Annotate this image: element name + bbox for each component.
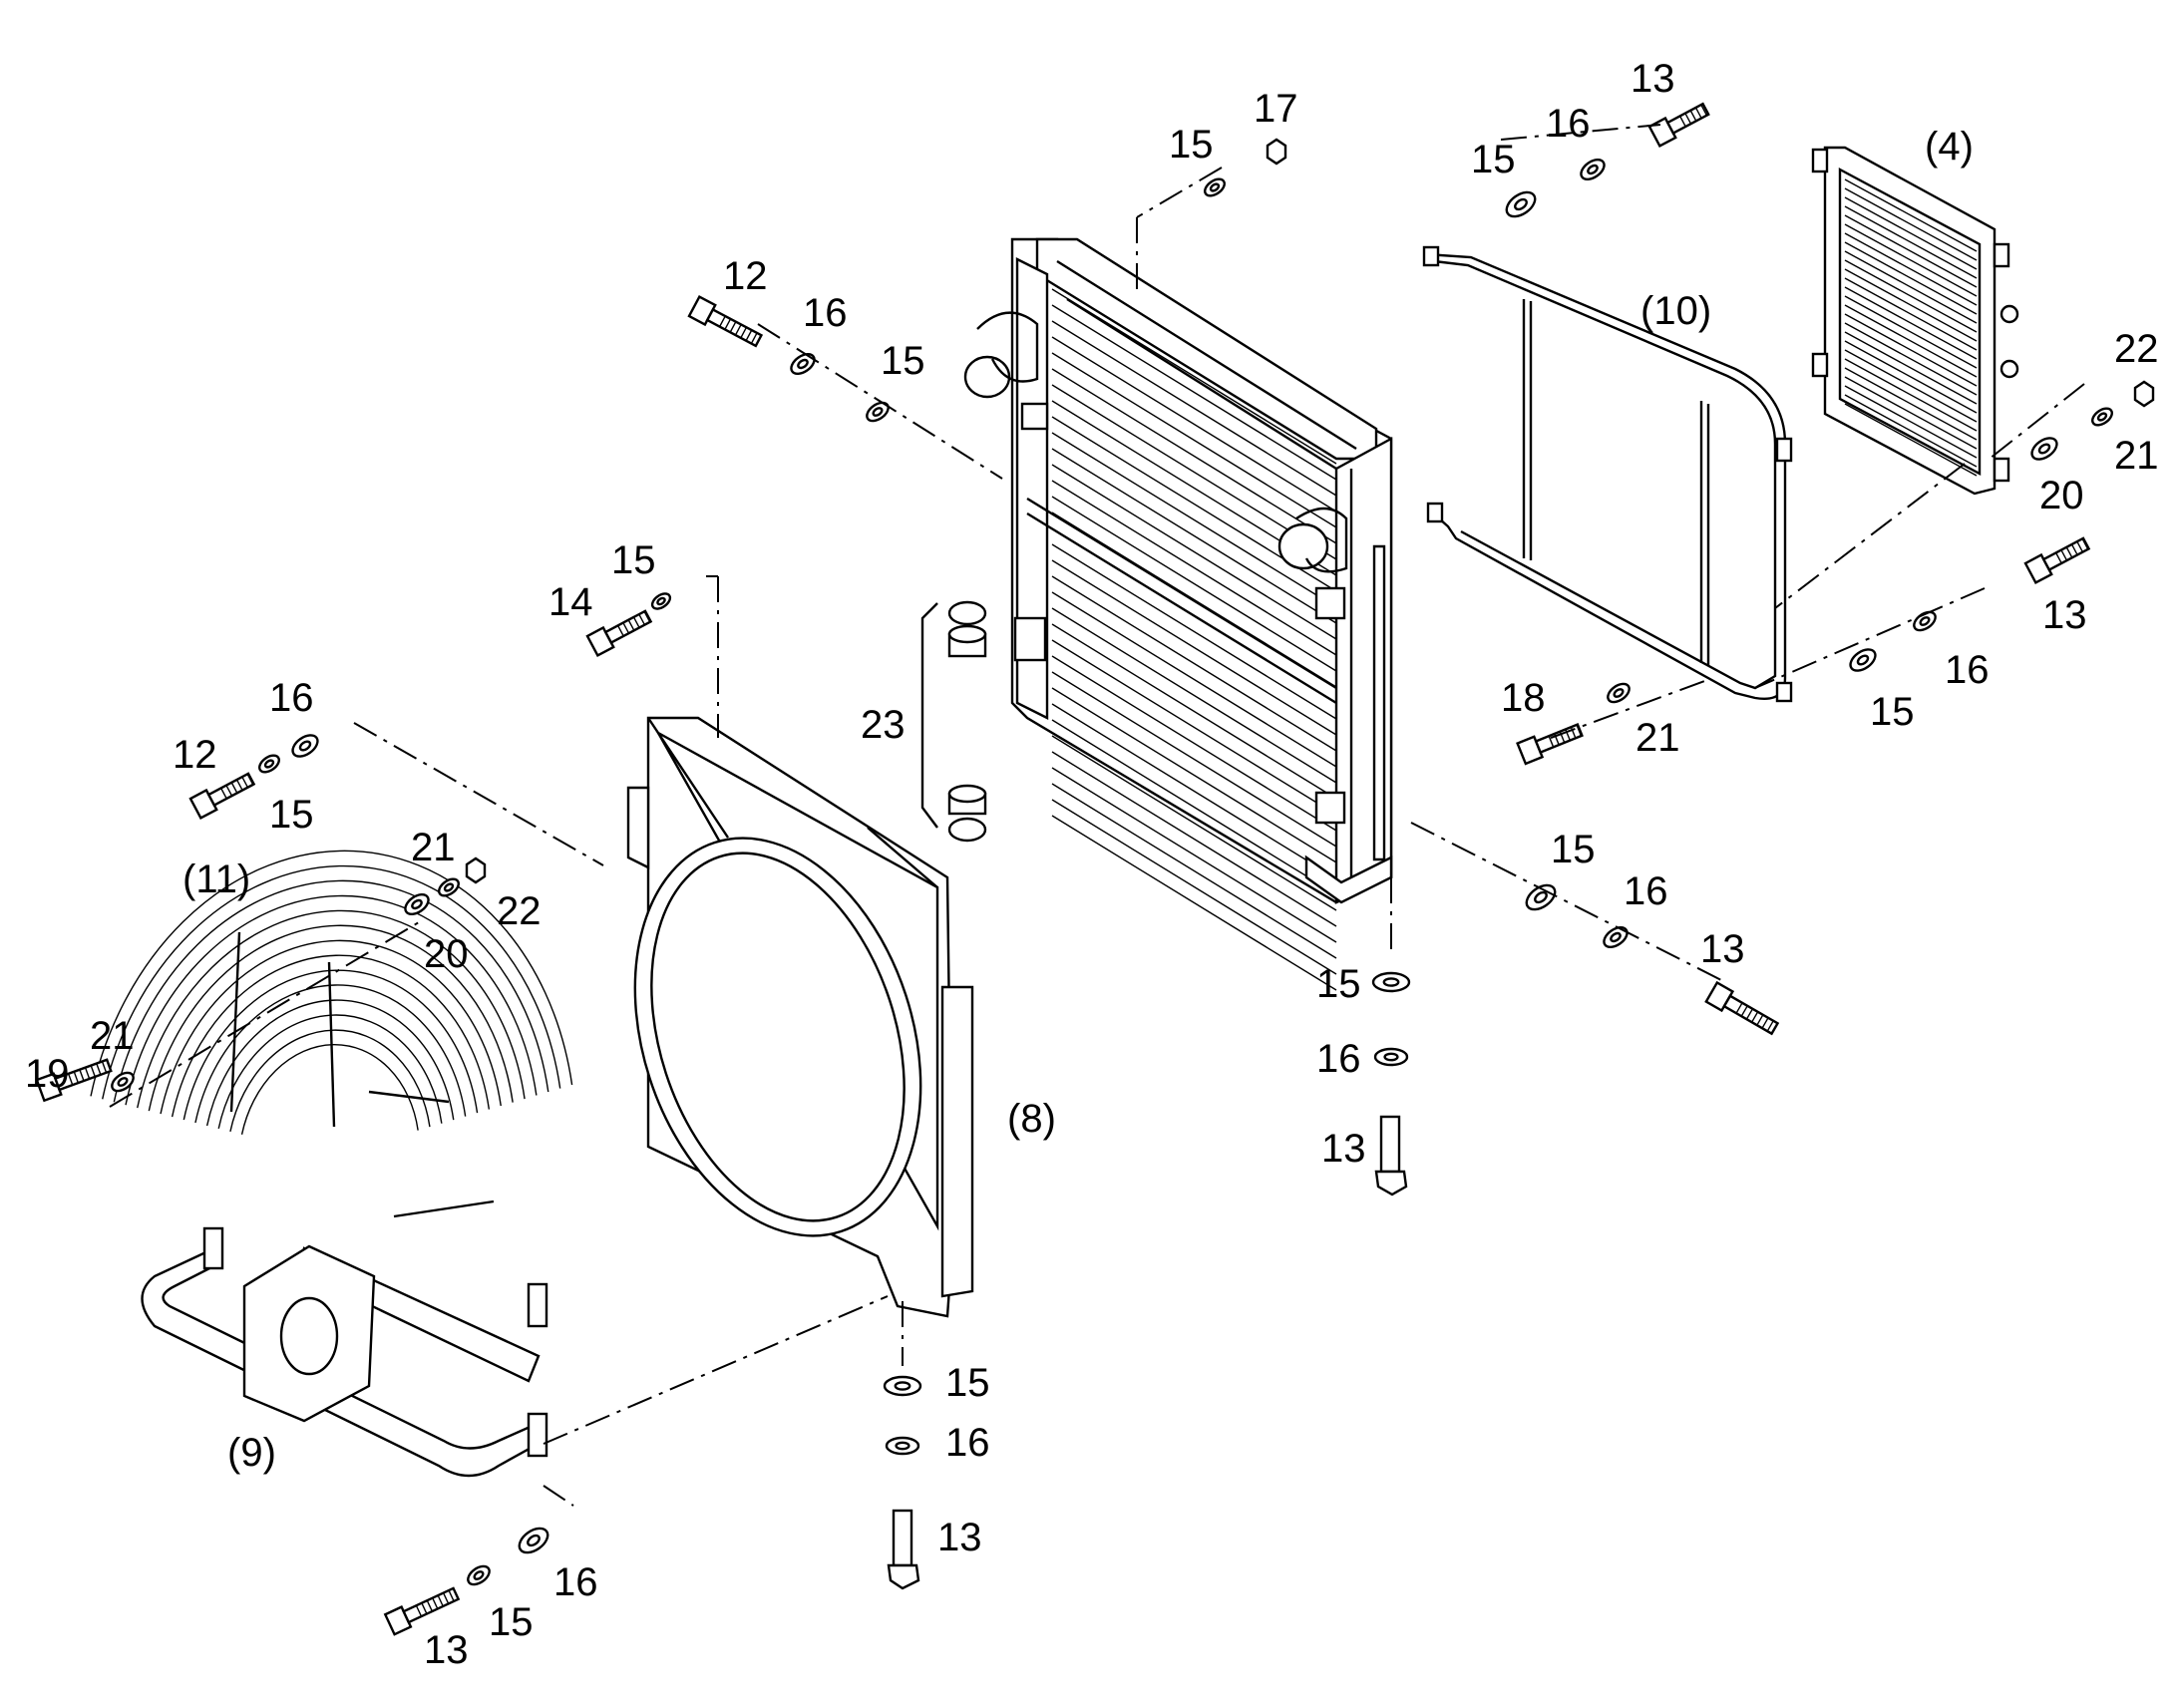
washer-icon <box>866 401 890 423</box>
label-washer-15: 15 <box>1316 962 1361 1006</box>
label-part-9: (9) <box>227 1431 276 1475</box>
label-washer-21: 21 <box>90 1014 135 1058</box>
washer-icon <box>883 1375 922 1397</box>
washer-icon <box>1373 1047 1409 1067</box>
label-washer-16: 16 <box>1945 648 1990 692</box>
label-washer-16: 16 <box>1624 869 1668 913</box>
label-bolt-13: 13 <box>2042 593 2087 637</box>
washer-icon <box>1913 610 1937 632</box>
label-washer-16: 16 <box>945 1421 990 1465</box>
washer-icon <box>1607 682 1631 704</box>
label-bolt-13: 13 <box>1631 57 1675 101</box>
label-washer-20: 20 <box>424 932 469 976</box>
washer-icon <box>467 1564 491 1586</box>
washer-icon <box>650 592 672 610</box>
washer-icon <box>885 1436 920 1456</box>
label-bolt-19: 19 <box>25 1052 70 1096</box>
label-nut-17: 17 <box>1254 87 1298 131</box>
label-washer-21: 21 <box>2114 434 2159 478</box>
label-part-11: (11) <box>182 857 250 901</box>
centerlines <box>109 124 2085 1507</box>
label-washer-15: 15 <box>1551 828 1596 871</box>
cooler-fins <box>1844 178 1978 477</box>
washer-icon <box>1204 177 1226 197</box>
washer-icon <box>1849 648 1877 672</box>
bolt-icon <box>1379 1115 1401 1174</box>
label-part-10: (10) <box>1640 289 1711 333</box>
label-washer-16: 16 <box>553 1560 598 1604</box>
washer-icon <box>1580 158 1606 181</box>
label-washer-16: 16 <box>803 291 848 335</box>
label-washer-21: 21 <box>411 826 456 869</box>
washer-icon <box>2091 407 2113 427</box>
label-washer-15: 15 <box>1870 690 1915 734</box>
nut-icon <box>2133 380 2155 408</box>
bolt-icon <box>1647 102 1710 149</box>
label-washer-15: 15 <box>489 1600 534 1644</box>
oil-cooler <box>1811 146 2019 496</box>
label-bolt-12: 12 <box>723 254 768 298</box>
fan-shroud <box>626 716 974 1318</box>
nut-icon <box>465 856 487 884</box>
label-bolt-13: 13 <box>1700 927 1745 971</box>
label-washer-16: 16 <box>1316 1037 1361 1081</box>
bolt-icon <box>35 1058 113 1103</box>
bolt-icon <box>1704 980 1780 1036</box>
label-bolt-13: 13 <box>937 1516 982 1559</box>
label-bolt-14: 14 <box>548 580 593 624</box>
label-washer-21: 21 <box>1635 716 1680 760</box>
washer-icon <box>1505 190 1537 218</box>
label-washer-15: 15 <box>945 1361 990 1405</box>
label-part-8: (8) <box>1007 1097 1056 1141</box>
label-bolt-13: 13 <box>424 1628 469 1672</box>
washer-icon <box>790 352 816 376</box>
label-washer-15: 15 <box>1169 123 1214 167</box>
washer-icon <box>291 734 319 758</box>
label-part-4: (4) <box>1925 125 1974 169</box>
label-part-23: 23 <box>861 703 906 747</box>
washer-icon <box>404 892 430 916</box>
label-washer-16: 16 <box>1546 102 1591 146</box>
bolt-icon <box>892 1509 913 1567</box>
washer-icon <box>258 754 280 774</box>
nut-icon <box>1266 138 1287 166</box>
washer-icon <box>1603 925 1629 949</box>
washer-icon <box>2030 437 2058 461</box>
washer-icon <box>1525 883 1557 911</box>
bolt-icon <box>1516 723 1584 766</box>
label-washer-16: 16 <box>269 676 314 720</box>
label-washer-20: 20 <box>2039 474 2084 517</box>
bolt-icon <box>2023 536 2091 585</box>
tube-frame <box>141 1226 548 1478</box>
bolt-icon <box>383 1586 461 1636</box>
callout-labels: (4) (8) (9) (10) (11) 23 15 17 13 16 15 … <box>25 57 2159 1672</box>
bolt-icon <box>687 294 764 348</box>
label-washer-15: 15 <box>611 538 656 582</box>
label-bolt-13: 13 <box>1321 1127 1366 1171</box>
label-washer-15: 15 <box>1471 138 1516 181</box>
washer-icon <box>518 1527 549 1554</box>
label-washer-15: 15 <box>269 793 314 837</box>
washer-icon <box>1371 971 1411 993</box>
guard-wire-arcs <box>90 850 573 1135</box>
bolt-icon <box>585 609 653 658</box>
fan-guard <box>90 850 573 1218</box>
rubber-mounts <box>920 600 987 843</box>
label-bolt-18: 18 <box>1501 676 1546 720</box>
label-nut-22: 22 <box>497 889 542 933</box>
label-washer-15: 15 <box>881 339 925 383</box>
washer-icon <box>111 1071 135 1093</box>
label-bolt-12: 12 <box>173 733 217 777</box>
bracket-frame <box>1422 245 1793 703</box>
washer-icon <box>438 877 460 897</box>
radiator-assembly <box>963 237 1393 991</box>
label-nut-22: 22 <box>2114 327 2159 371</box>
bolt-icon <box>188 772 256 821</box>
